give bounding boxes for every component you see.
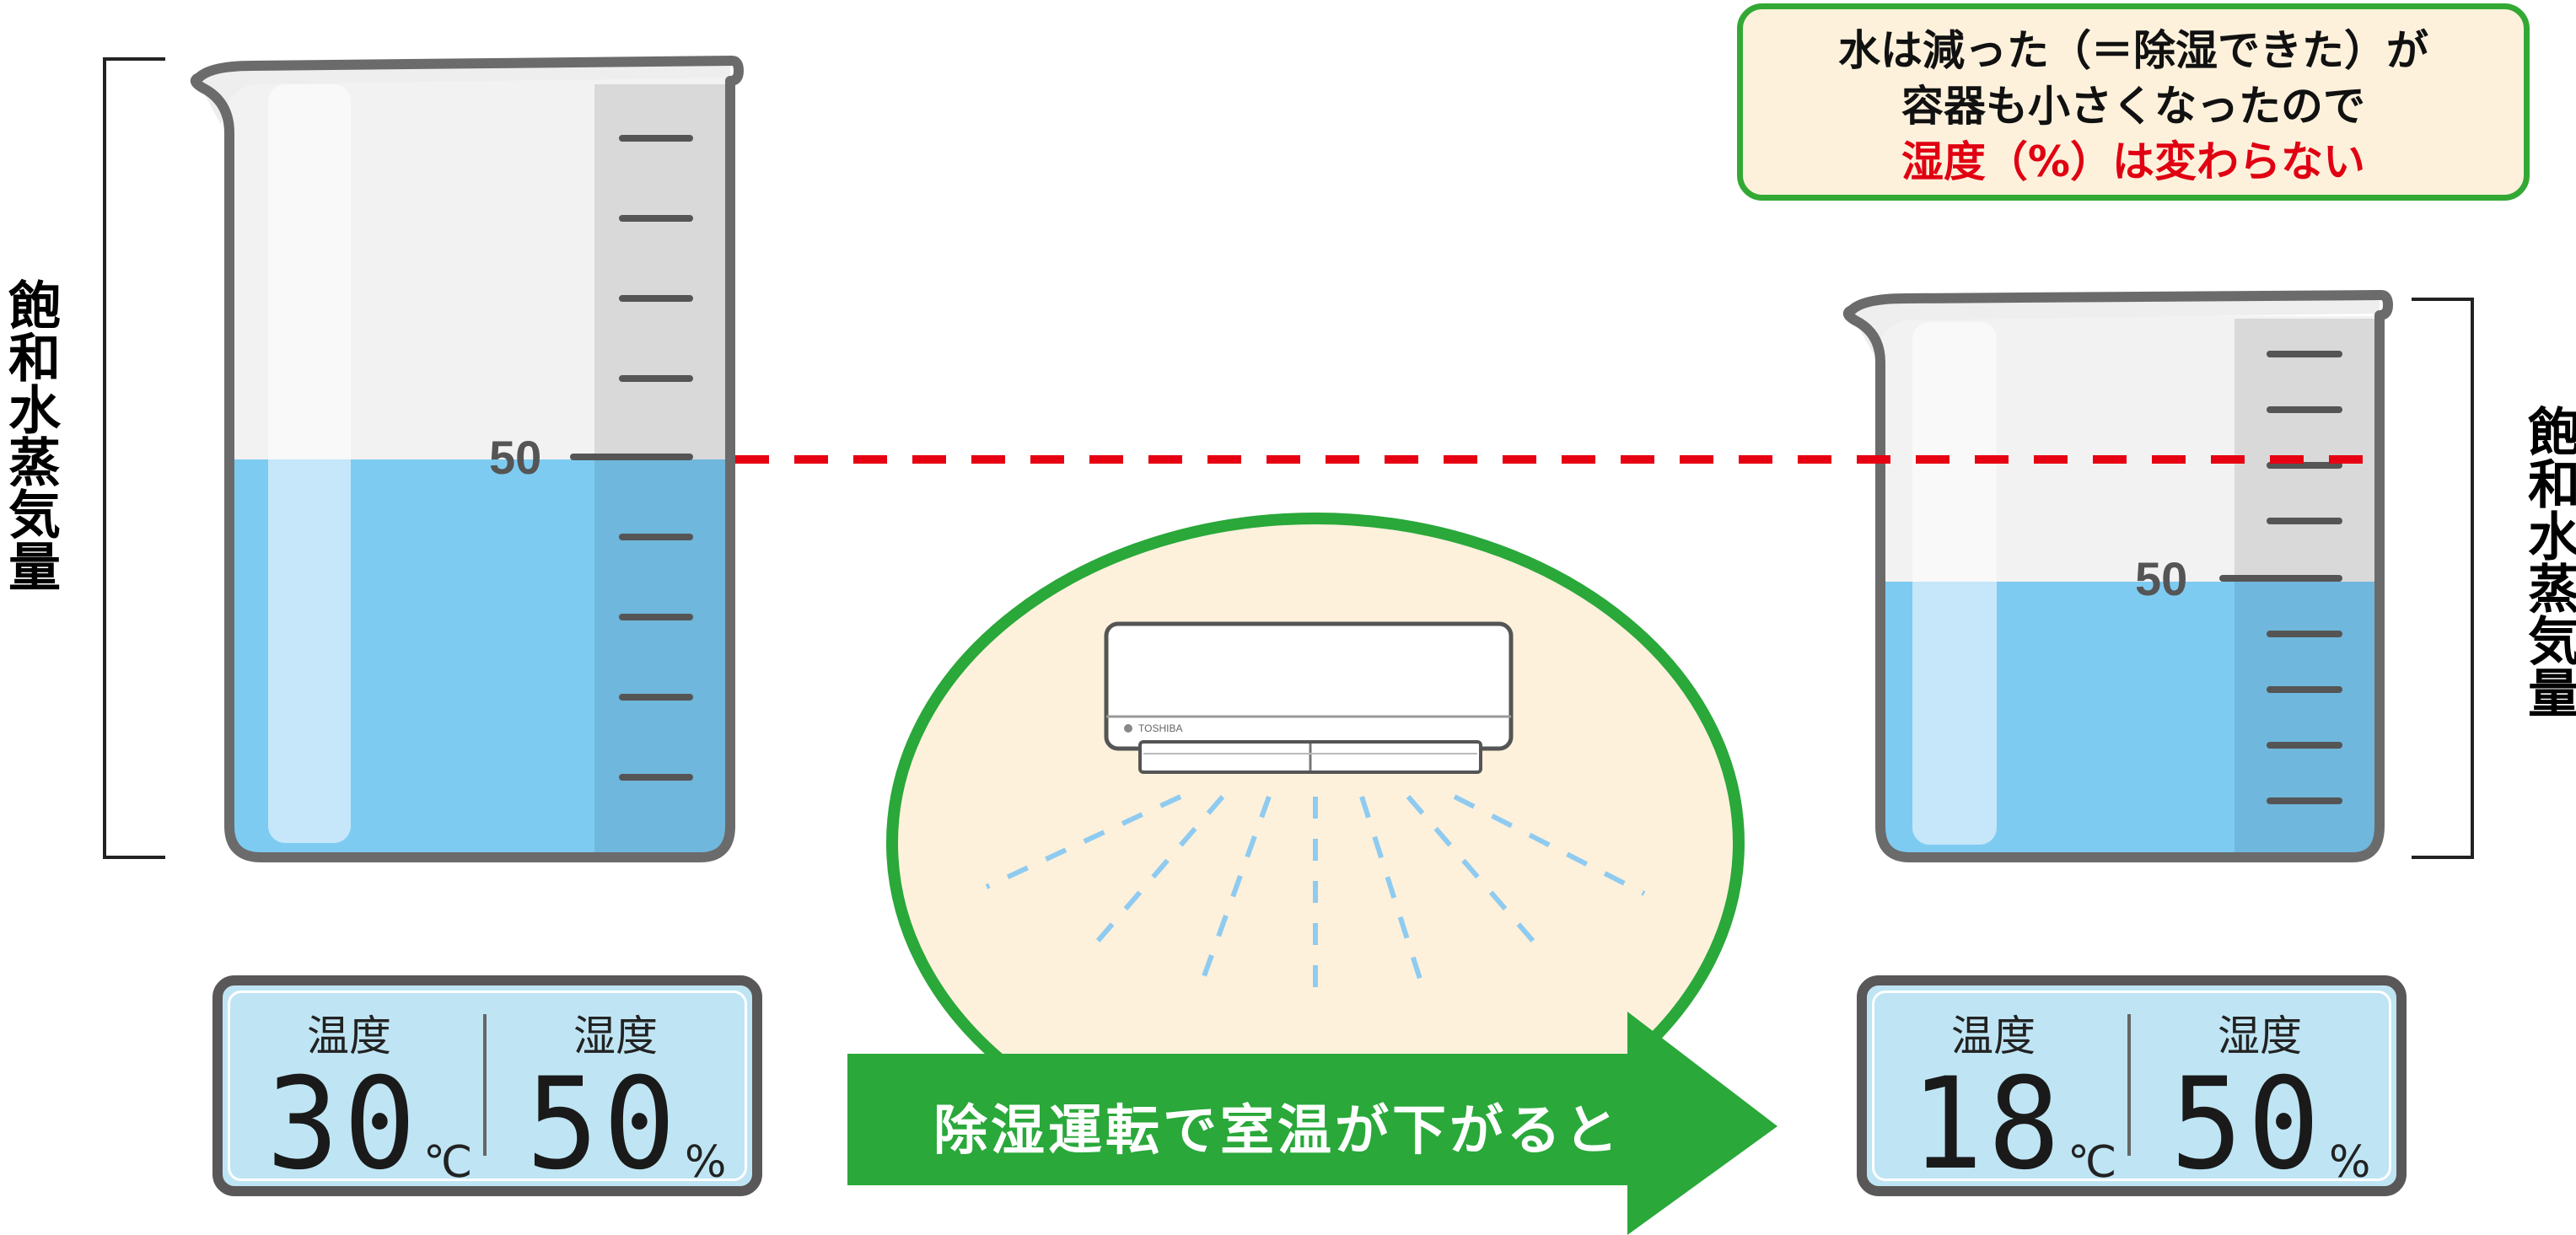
temp-label: 温度	[307, 1012, 391, 1060]
note-line-2: 容器も小さくなったので	[1901, 82, 2365, 131]
temp-unit: ℃	[423, 1137, 473, 1188]
panel-divider	[483, 1014, 487, 1156]
right-scale-label: 50	[2135, 552, 2187, 605]
humid-value: 50	[2170, 1051, 2325, 1198]
note-line-3: 湿度（%）は変わらない	[1901, 137, 2366, 186]
progress-arrow	[847, 1012, 1777, 1235]
saturation-label-left: 飽和水蒸気量	[0, 278, 61, 592]
right-beaker: 50	[1842, 290, 2393, 862]
aircon-brand: TOSHIBA	[1138, 722, 1182, 734]
before-readout-panel: 温度 湿度 30 ℃ 50 %	[212, 975, 762, 1196]
humid-value: 50	[526, 1051, 680, 1198]
temp-value: 30	[266, 1051, 421, 1198]
note-box: 水は減った（＝除湿できた）が 容器も小さくなったので 湿度（%）は変わらない	[1737, 3, 2530, 201]
temp-value: 18	[1911, 1051, 2065, 1198]
panel-divider	[2127, 1014, 2131, 1156]
temp-label: 温度	[1951, 1012, 2036, 1060]
arrow-label: 除湿運転で室温が下がると	[933, 1100, 1621, 1163]
humid-unit: %	[2329, 1137, 2371, 1188]
left-scale-label: 50	[489, 431, 541, 484]
humid-label: 湿度	[573, 1012, 658, 1060]
air-conditioner: TOSHIBA	[1104, 621, 1514, 774]
humid-unit: %	[685, 1137, 727, 1188]
humid-label: 湿度	[2218, 1012, 2302, 1060]
saturation-label-right: 飽和水蒸気量	[2519, 405, 2576, 718]
airflow-lines	[985, 794, 1646, 996]
left-scale-ticks	[570, 135, 693, 781]
after-readout-panel: 温度 湿度 18 ℃ 50 %	[1857, 975, 2407, 1196]
right-bracket	[2412, 298, 2474, 859]
left-beaker: 50	[190, 56, 744, 862]
left-bracket	[103, 57, 165, 859]
note-line-1: 水は減った（＝除湿できた）が	[1838, 26, 2428, 75]
right-scale-ticks	[2219, 351, 2342, 804]
temp-unit: ℃	[2068, 1137, 2117, 1188]
